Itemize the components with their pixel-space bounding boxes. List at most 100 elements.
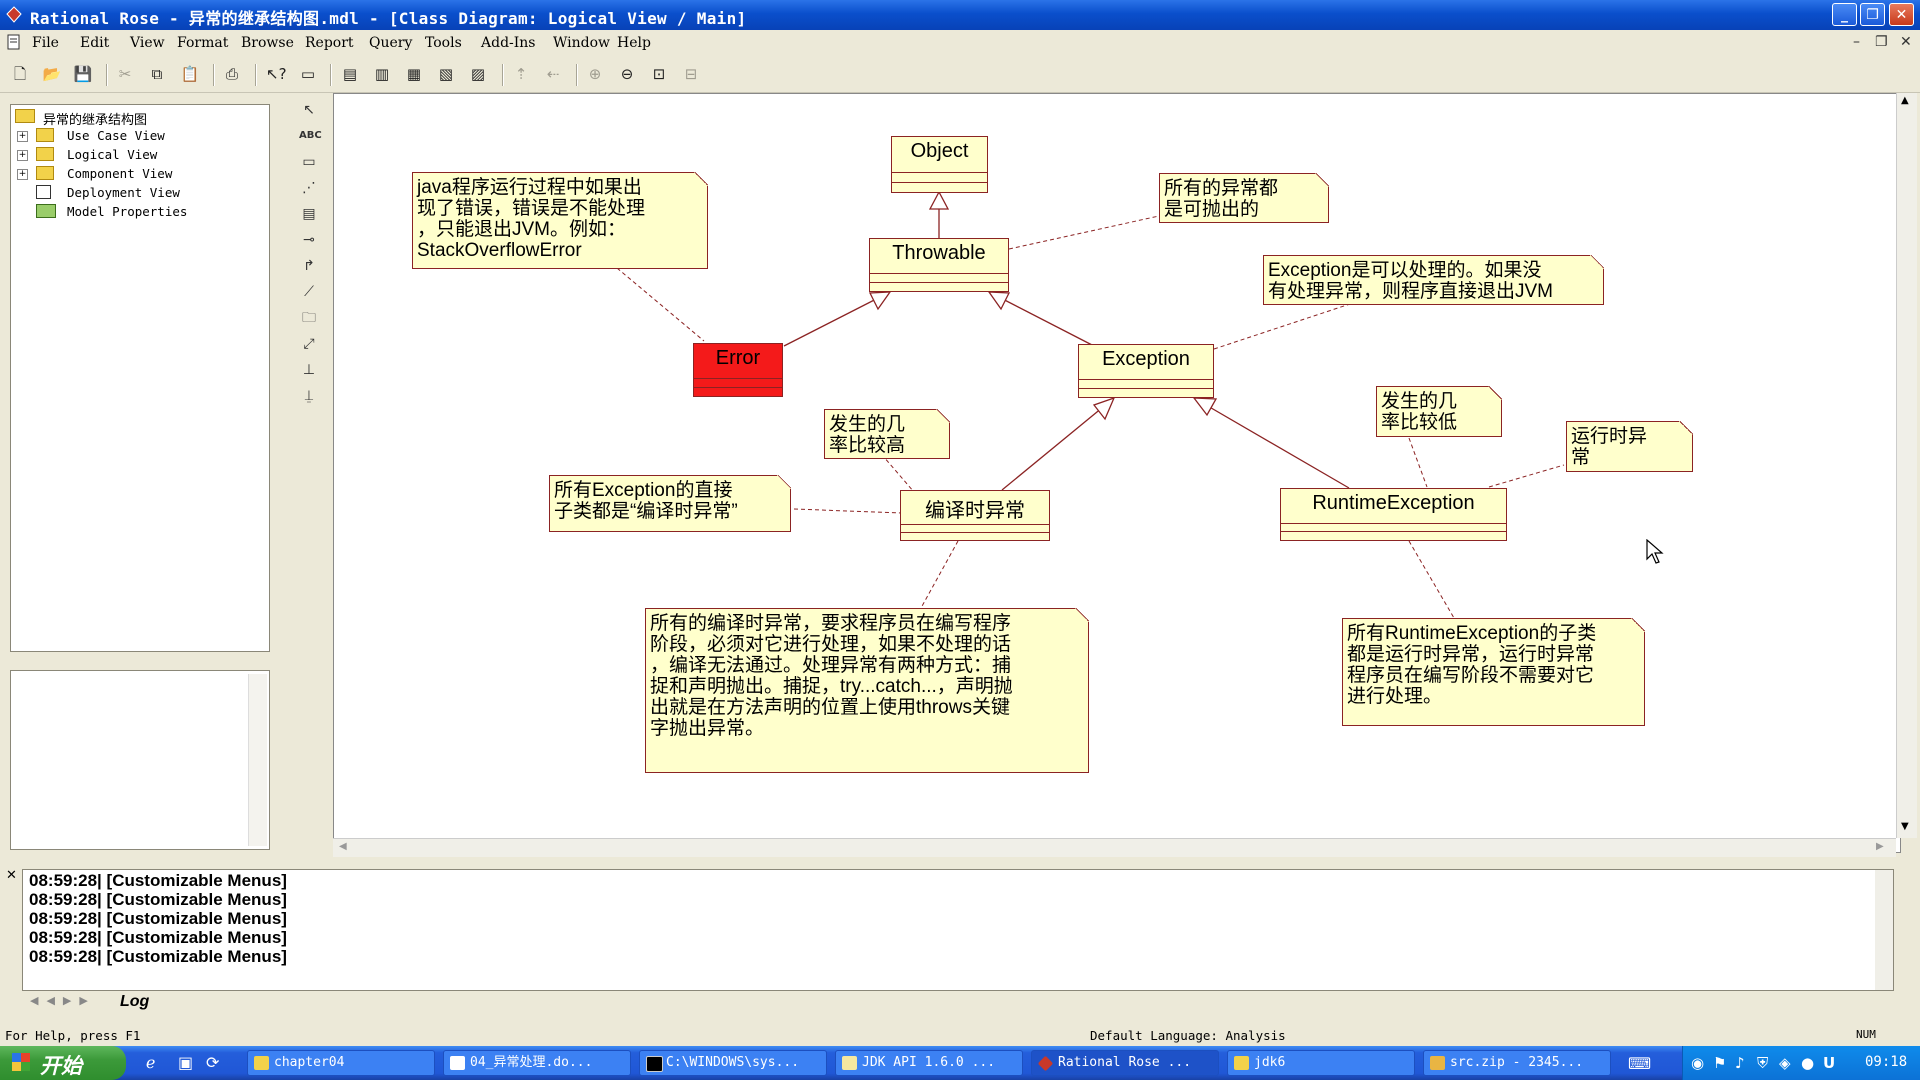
documentation-scrollbar[interactable]: [248, 674, 267, 846]
diagram-horizontal-scrollbar[interactable]: ◀ ▶: [333, 838, 1896, 857]
scroll-up-icon[interactable]: ▲: [1901, 95, 1909, 106]
model-browser[interactable]: 异常的继承结构图 + Use Case View + Logical View …: [10, 104, 270, 652]
menu-window[interactable]: Window: [553, 35, 611, 51]
menu-report[interactable]: Report: [305, 35, 354, 51]
generalization-checked-exception[interactable]: [1001, 397, 1115, 491]
class-object[interactable]: Object: [891, 136, 988, 193]
tree-root[interactable]: 异常的继承结构图: [11, 108, 266, 128]
mdi-minimize-button[interactable]: –: [1853, 34, 1860, 50]
tray-network-icon[interactable]: ⚑: [1713, 1054, 1727, 1072]
tray-shield-icon[interactable]: ◈: [1779, 1054, 1791, 1072]
package-icon[interactable]: 🗀: [302, 310, 316, 326]
scroll-left-icon[interactable]: ◀: [339, 841, 347, 852]
clock[interactable]: 09:18: [1865, 1054, 1908, 1070]
menu-view[interactable]: View: [130, 35, 165, 51]
document-icon[interactable]: [6, 34, 22, 50]
cut-icon[interactable]: ✂: [118, 65, 132, 83]
tree-item-component-view[interactable]: + Component View: [11, 165, 266, 183]
note-runtime-probability[interactable]: 发生的几 率比较低: [1376, 386, 1502, 437]
mdi-restore-button[interactable]: ❐: [1875, 34, 1888, 50]
note-anchor-checked-subclass[interactable]: [793, 508, 902, 514]
browse-component-icon[interactable]: ▦: [406, 65, 422, 83]
undo-fit-icon[interactable]: ⊟: [684, 65, 698, 83]
generalization-icon[interactable]: ⊥: [302, 362, 316, 378]
note-anchor-checked-detail[interactable]: [920, 540, 959, 609]
open-icon[interactable]: 📂: [42, 65, 62, 83]
note-icon[interactable]: ▭: [302, 154, 316, 170]
class-exception[interactable]: Exception: [1078, 344, 1214, 398]
class-error[interactable]: Error: [693, 343, 783, 397]
note-exception[interactable]: Exception是可以处理的。如果没 有处理异常，则程序直接退出JVM: [1263, 255, 1604, 305]
browse-interaction-icon[interactable]: ▥: [374, 65, 390, 83]
menu-query[interactable]: Query: [369, 35, 413, 51]
task-cmd[interactable]: C:\WINDOWS\sys...: [639, 1050, 827, 1076]
menu-browse[interactable]: Browse: [241, 35, 294, 51]
note-anchor-runtime-label[interactable]: [1488, 464, 1565, 488]
tree-item-model-properties[interactable]: Model Properties: [11, 203, 266, 221]
documentation-pane[interactable]: [10, 670, 270, 850]
browser-quicklaunch-icon[interactable]: ⟳: [206, 1053, 220, 1072]
minimize-button[interactable]: _: [1832, 3, 1857, 26]
desktop-quicklaunch-icon[interactable]: ▣: [178, 1053, 194, 1072]
task-jdk6[interactable]: jdk6: [1227, 1050, 1415, 1076]
tree-item-use-case-view[interactable]: + Use Case View: [11, 127, 266, 145]
tray-app-icon[interactable]: ◉: [1691, 1054, 1705, 1072]
note-checked-detail[interactable]: 所有的编译时异常，要求程序员在编写程序 阶段，必须对它进行处理，如果不处理的话 …: [645, 608, 1089, 773]
note-throwable[interactable]: 所有的异常都 是可抛出的: [1159, 173, 1329, 223]
diagram-vertical-scrollbar[interactable]: ▲ ▼: [1896, 93, 1917, 838]
start-button[interactable]: 开始: [0, 1046, 126, 1080]
expand-icon[interactable]: +: [17, 169, 28, 180]
restore-button[interactable]: ❐: [1860, 3, 1885, 26]
tree-item-logical-view[interactable]: + Logical View: [11, 146, 266, 164]
zoom-out-icon[interactable]: ⊖: [620, 65, 634, 83]
log-output[interactable]: 08:59:28| [Customizable Menus] 08:59:28|…: [22, 869, 1894, 991]
dependency-icon[interactable]: ⤢: [303, 336, 315, 352]
anchor-note-icon[interactable]: ⋰: [302, 180, 316, 196]
note-anchor-runtime-prob[interactable]: [1408, 437, 1428, 488]
copy-icon[interactable]: ⧉: [151, 65, 163, 83]
class-runtime-exception[interactable]: RuntimeException: [1280, 488, 1507, 541]
close-button[interactable]: ✕: [1889, 3, 1914, 26]
paste-icon[interactable]: 📋: [180, 65, 200, 83]
tray-u-icon[interactable]: U: [1823, 1054, 1836, 1072]
task-src-zip[interactable]: src.zip - 2345...: [1423, 1050, 1611, 1076]
log-close-icon[interactable]: ✕: [6, 868, 17, 883]
note-error[interactable]: java程序运行过程中如果出 现了错误，错误是不能处理 ，只能退出JVM。例如：…: [412, 172, 708, 269]
tray-security-icon[interactable]: ⛨: [1757, 1054, 1769, 1072]
browse-class-icon[interactable]: ▤: [342, 65, 358, 83]
browse-deployment-icon[interactable]: ▧: [438, 65, 454, 83]
menu-tools[interactable]: Tools: [425, 35, 462, 51]
browse-parent-icon[interactable]: ▨: [470, 65, 486, 83]
task-chapter04[interactable]: chapter04: [247, 1050, 435, 1076]
ie-quicklaunch-icon[interactable]: ℯ: [146, 1053, 156, 1072]
interface-icon[interactable]: ⊸: [303, 232, 315, 248]
association-class-icon[interactable]: ⟋: [304, 284, 314, 300]
note-checked-probability[interactable]: 发生的几 率比较高: [824, 409, 950, 459]
task-word-doc[interactable]: 04_异常处理.do...: [443, 1050, 631, 1076]
log-scrollbar[interactable]: [1875, 870, 1893, 990]
context-help-icon[interactable]: ↖?: [266, 65, 287, 83]
note-checked-subclass[interactable]: 所有Exception的直接 子类都是“编译时异常”: [549, 475, 791, 532]
new-icon[interactable]: 🗋: [13, 65, 27, 83]
menu-edit[interactable]: Edit: [80, 35, 110, 51]
generalization-runtime-exception[interactable]: [1193, 397, 1350, 489]
menu-format[interactable]: Format: [177, 35, 229, 51]
menu-file[interactable]: File: [32, 35, 59, 51]
tray-update-icon[interactable]: ●: [1801, 1054, 1815, 1072]
generalization-exception-throwable[interactable]: [988, 291, 1095, 347]
note-runtime-detail[interactable]: 所有RuntimeException的子类 都是运行时异常，运行时异常 程序员在…: [1342, 618, 1645, 726]
expand-icon[interactable]: +: [17, 131, 28, 142]
note-anchor-exception[interactable]: [1213, 301, 1357, 350]
class-icon[interactable]: ▤: [302, 206, 316, 222]
fit-window-icon[interactable]: ⊡: [652, 65, 666, 83]
note-runtime-label[interactable]: 运行时异 常: [1566, 421, 1693, 472]
class-checked-exception[interactable]: 编译时异常: [900, 490, 1050, 541]
class-diagram-canvas[interactable]: Object Throwable Error Exception 编译时异常 R…: [333, 93, 1901, 853]
note-anchor-runtime-detail[interactable]: [1408, 540, 1455, 619]
task-jdk-api[interactable]: JDK API 1.6.0 ...: [835, 1050, 1023, 1076]
generalization-error-throwable[interactable]: [783, 291, 891, 347]
expand-icon[interactable]: +: [17, 150, 28, 161]
realization-icon[interactable]: ⍊: [304, 388, 314, 404]
back-icon[interactable]: ⇠: [546, 65, 560, 83]
zoom-in-icon[interactable]: ⊕: [588, 65, 602, 83]
